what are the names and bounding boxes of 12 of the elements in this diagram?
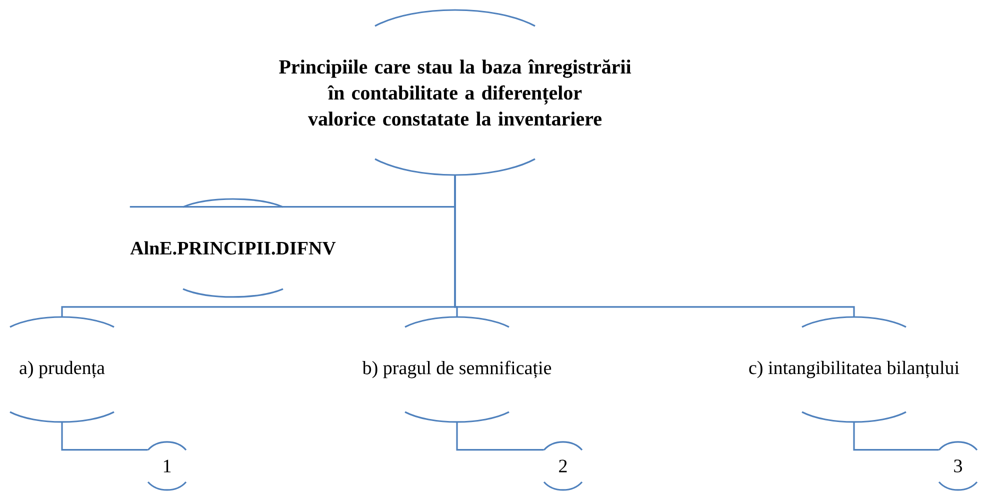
number-box: 3 xyxy=(938,441,978,491)
principle-box: b) pragul de semnificație xyxy=(362,316,552,423)
connector-line xyxy=(853,422,939,451)
principle-box: a) prudența xyxy=(10,316,114,423)
connector-line xyxy=(456,422,544,451)
connector-line xyxy=(61,422,148,451)
connector-line xyxy=(454,175,855,317)
principle-box: AlnE.PRINCIPII.DIFNV xyxy=(130,198,336,298)
number-box: 2 xyxy=(543,441,583,491)
principle-box: c) intangibilitatea bilanțului xyxy=(749,316,960,423)
number-box: 1 xyxy=(147,441,187,491)
heading-box: Principiile care stau la baza înregistrării în contabilitate a diferențelor valorice constatate la inventariere xyxy=(279,9,632,176)
